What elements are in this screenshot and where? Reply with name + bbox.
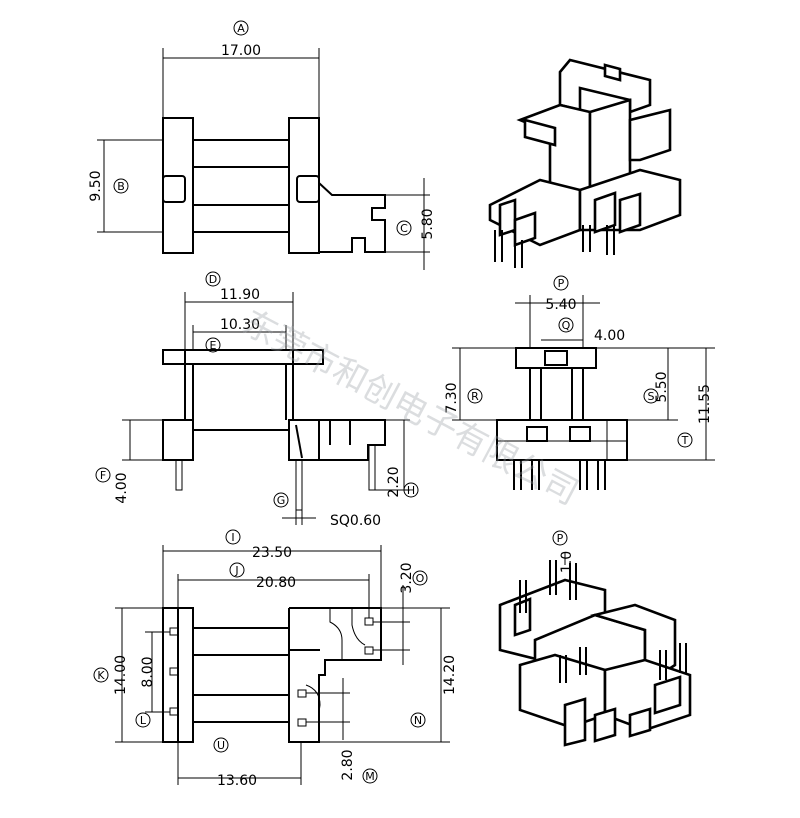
svg-text:O: O [416, 572, 425, 585]
isometric-view-top [488, 58, 682, 268]
marker-c: C [396, 220, 412, 236]
marker-k: K [93, 667, 109, 683]
marker-d: D [205, 271, 221, 287]
watermark: 东莞市和创电子有限公司 [236, 303, 585, 514]
dim-p2: 1.0 [559, 551, 575, 573]
dim-t: 11.55 [697, 384, 713, 424]
svg-text:E: E [210, 339, 217, 352]
marker-r: R [467, 388, 483, 404]
marker-p1: P [553, 275, 569, 291]
dim-h: 2.20 [386, 466, 402, 497]
marker-f: F [95, 467, 111, 483]
marker-j: J [229, 562, 245, 578]
dim-d: 11.90 [220, 287, 260, 303]
dim-e: 10.30 [220, 317, 260, 333]
marker-e: E [205, 337, 221, 353]
dim-j: 20.80 [256, 575, 296, 591]
dim-l: 8.00 [140, 656, 156, 687]
top-view [162, 117, 386, 254]
dimension-labels: 17.00 9.50 5.80 11.90 10.30 4.00 SQ0.60 … [88, 43, 713, 789]
front-view [162, 349, 386, 511]
svg-text:U: U [217, 739, 225, 752]
svg-text:M: M [365, 770, 375, 783]
side-view [496, 347, 628, 490]
svg-text:B: B [117, 180, 125, 193]
dim-b: 9.50 [88, 170, 104, 201]
marker-l: L [135, 712, 151, 728]
dim-c: 5.80 [420, 208, 436, 239]
marker-g: G [273, 492, 289, 508]
marker-o: O [412, 570, 428, 586]
svg-text:T: T [681, 434, 689, 447]
svg-text:S: S [648, 390, 655, 403]
marker-n: N [410, 712, 426, 728]
dim-o: 3.20 [399, 562, 415, 593]
marker-p2: P [552, 530, 568, 546]
dim-m: 2.80 [340, 749, 356, 780]
dim-g: SQ0.60 [330, 513, 381, 529]
marker-q: Q [558, 317, 574, 333]
svg-text:N: N [414, 714, 422, 727]
svg-text:G: G [277, 494, 286, 507]
svg-text:R: R [471, 390, 479, 403]
marker-u: U [213, 737, 229, 753]
marker-m: M [362, 768, 378, 784]
svg-text:A: A [237, 22, 245, 35]
svg-text:L: L [140, 714, 147, 727]
side-view-dimensions [452, 295, 715, 461]
dim-a: 17.00 [221, 43, 261, 59]
dim-f: 4.00 [114, 472, 130, 503]
marker-a: A [233, 20, 249, 36]
dim-n: 14.20 [442, 655, 458, 695]
isometric-view-bottom [498, 553, 692, 747]
svg-text:K: K [97, 669, 105, 682]
marker-b: B [113, 178, 129, 194]
svg-text:D: D [209, 273, 217, 286]
bottom-view-dimensions [115, 545, 450, 785]
svg-text:Q: Q [562, 319, 571, 332]
svg-text:J: J [234, 564, 238, 577]
dim-k: 14.00 [113, 655, 129, 695]
svg-text:I: I [231, 531, 234, 544]
marker-t: T [677, 432, 693, 448]
dim-i: 23.50 [252, 545, 292, 561]
marker-i: I [225, 529, 241, 545]
marker-s: S [643, 388, 659, 404]
front-view-dimensions [122, 292, 410, 525]
top-view-dimensions [97, 48, 430, 270]
svg-text:C: C [400, 222, 408, 235]
svg-text:P: P [558, 277, 565, 290]
dim-u: 13.60 [217, 773, 257, 789]
dim-r: 7.30 [444, 382, 460, 413]
svg-text:F: F [100, 469, 106, 482]
svg-text:H: H [407, 484, 415, 497]
svg-text:P: P [557, 532, 564, 545]
dim-q: 4.00 [594, 328, 625, 344]
dim-p1: 5.40 [545, 297, 576, 313]
marker-h: H [403, 482, 419, 498]
reference-markers: A B C D E F G H P Q R S T I J O K L N U … [93, 20, 693, 784]
dim-s: 5.50 [654, 371, 670, 402]
